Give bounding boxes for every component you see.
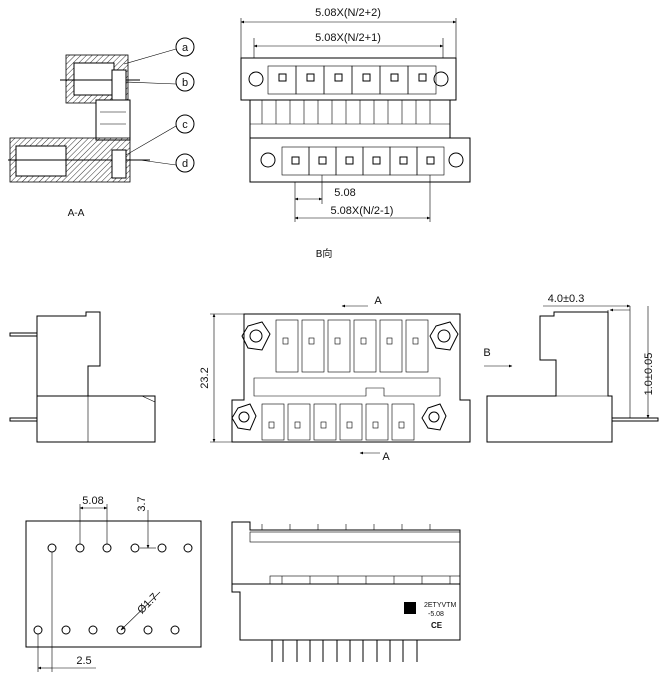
upper-contacts bbox=[267, 65, 437, 95]
section-aa-view: a b c d A-A bbox=[8, 37, 195, 219]
brand-logo bbox=[404, 602, 416, 614]
dim-pitch: 5.08 bbox=[334, 187, 355, 199]
callout-c: c bbox=[182, 119, 188, 131]
back-view: 2ETYVTM -5.08 CE bbox=[231, 521, 461, 662]
dim-top-inner: 5.08X(N/2+1) bbox=[315, 32, 381, 44]
dim-side-width: 4.0±0.3 bbox=[548, 293, 585, 305]
callout-a: a bbox=[182, 42, 189, 54]
dim-side-offset: 1.0±0.05 bbox=[643, 353, 655, 396]
arrow-a-bottom-label: A bbox=[382, 451, 390, 463]
front-view: A A 23.2 bbox=[199, 295, 471, 463]
lower-contacts bbox=[281, 146, 445, 176]
part-number-line2: -5.08 bbox=[428, 611, 444, 618]
arrow-b-label: B bbox=[483, 347, 490, 359]
dim-height: 23.2 bbox=[199, 367, 211, 388]
pcb-hole-pattern: 5.08 3.7 Ø1.7 2.5 bbox=[25, 495, 202, 672]
arrow-a-top-label: A bbox=[374, 295, 382, 307]
dim-edge-offset: 2.5 bbox=[76, 655, 91, 667]
dim-pcb-row: 3.7 bbox=[136, 496, 148, 511]
part-number-line1: 2ETYVTM bbox=[424, 602, 456, 609]
dim-bottom-span: 5.08X(N/2-1) bbox=[331, 205, 394, 217]
right-side-view: 4.0±0.3 B 1.0±0.05 bbox=[483, 293, 659, 443]
section-aa-caption: A-A bbox=[68, 208, 85, 219]
view-b-caption: B向 bbox=[316, 247, 333, 260]
callout-d: d bbox=[182, 158, 188, 170]
dim-top-total: 5.08X(N/2+2) bbox=[315, 7, 381, 19]
dim-pcb-pitch: 5.08 bbox=[82, 495, 103, 507]
view-b: 5.08X(N/2+2) 5.08X(N/2+1) bbox=[240, 7, 471, 260]
callout-b: b bbox=[182, 77, 188, 89]
ce-mark: CE bbox=[431, 621, 443, 630]
left-side-view bbox=[9, 311, 156, 443]
